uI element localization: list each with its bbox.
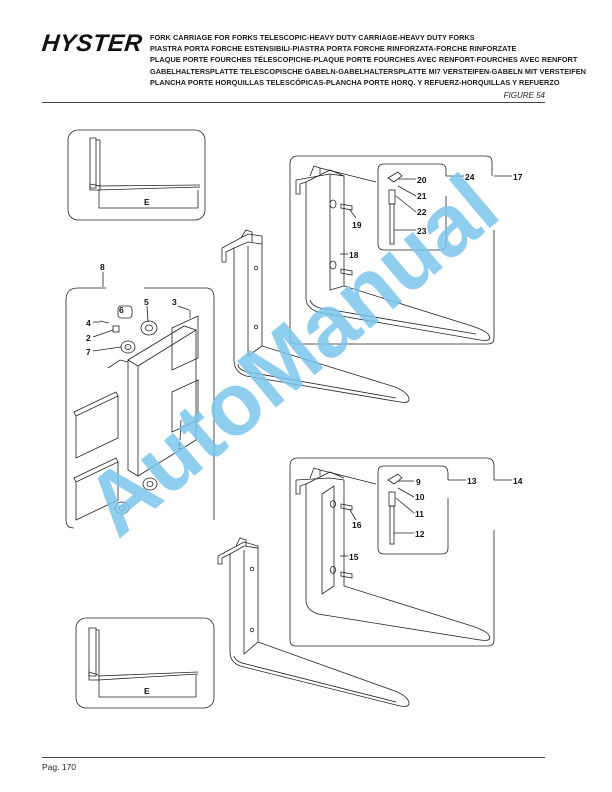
callout-3: 3 [172, 297, 177, 307]
inset-side-view-top: E [67, 129, 206, 221]
callout-18: 18 [349, 250, 359, 260]
telescopic-fork-upper [221, 229, 410, 403]
callout-13: 13 [467, 476, 477, 486]
fork-detail-17: 17 19 18 24 20 21 22 23 [289, 155, 523, 345]
footer-divider [42, 757, 545, 758]
callout-19: 19 [352, 220, 362, 230]
callout-16: 16 [352, 520, 362, 530]
title-line-es: PLANCHA PORTE HORQUILLAS TELESCÓPICAS-PL… [150, 77, 560, 87]
callout-6: 6 [119, 305, 124, 315]
callout-24: 24 [465, 172, 475, 182]
callout-21: 21 [417, 191, 427, 201]
callout-2: 2 [86, 333, 91, 343]
dimension-e-label: E [144, 197, 150, 207]
callout-11: 11 [415, 509, 424, 519]
callout-14: 14 [513, 476, 523, 486]
inset-side-view-bottom: E [75, 617, 215, 709]
title-line-de: GABELHALTERSPLATTE TELESCOPISCHE GABELN-… [150, 66, 586, 76]
callout-7: 7 [86, 347, 91, 357]
fork-detail-14: 14 16 15 13 9 10 11 12 [289, 457, 523, 647]
figure-number: FIGURE 54 [503, 91, 545, 100]
callout-20: 20 [417, 175, 427, 185]
callout-12: 12 [415, 529, 425, 539]
callout-15: 15 [349, 552, 359, 562]
callout-8: 8 [100, 262, 105, 272]
callout-4: 4 [86, 318, 91, 328]
heavy-duty-fork-lower [217, 537, 410, 707]
callout-22: 22 [417, 207, 427, 217]
callout-5: 5 [144, 297, 149, 307]
callout-10: 10 [415, 492, 425, 502]
title-line-fr: PLAQUE PORTE FOURCHES TÉLESCOPICHE-PLAQU… [150, 55, 578, 65]
title-line-en: FORK CARRIAGE FOR FORKS TELESCOPIC-HEAVY… [150, 33, 475, 42]
page-number: Pag. 170 [42, 762, 77, 772]
callout-1: 1 [177, 441, 182, 451]
header-divider [42, 102, 545, 103]
fork-carriage-assembly: 8 4 2 7 6 5 3 [65, 262, 215, 529]
callout-9: 9 [416, 477, 421, 487]
figure-title-block: FORK CARRIAGE FOR FORKS TELESCOPIC-HEAVY… [150, 32, 586, 88]
callout-23: 23 [417, 226, 427, 236]
title-line-it: PIASTRA PORTA FORCHE ESTENSIBILI-PIASTRA… [150, 44, 517, 54]
dimension-e-label-2: E [144, 686, 150, 696]
callout-17: 17 [513, 172, 523, 182]
